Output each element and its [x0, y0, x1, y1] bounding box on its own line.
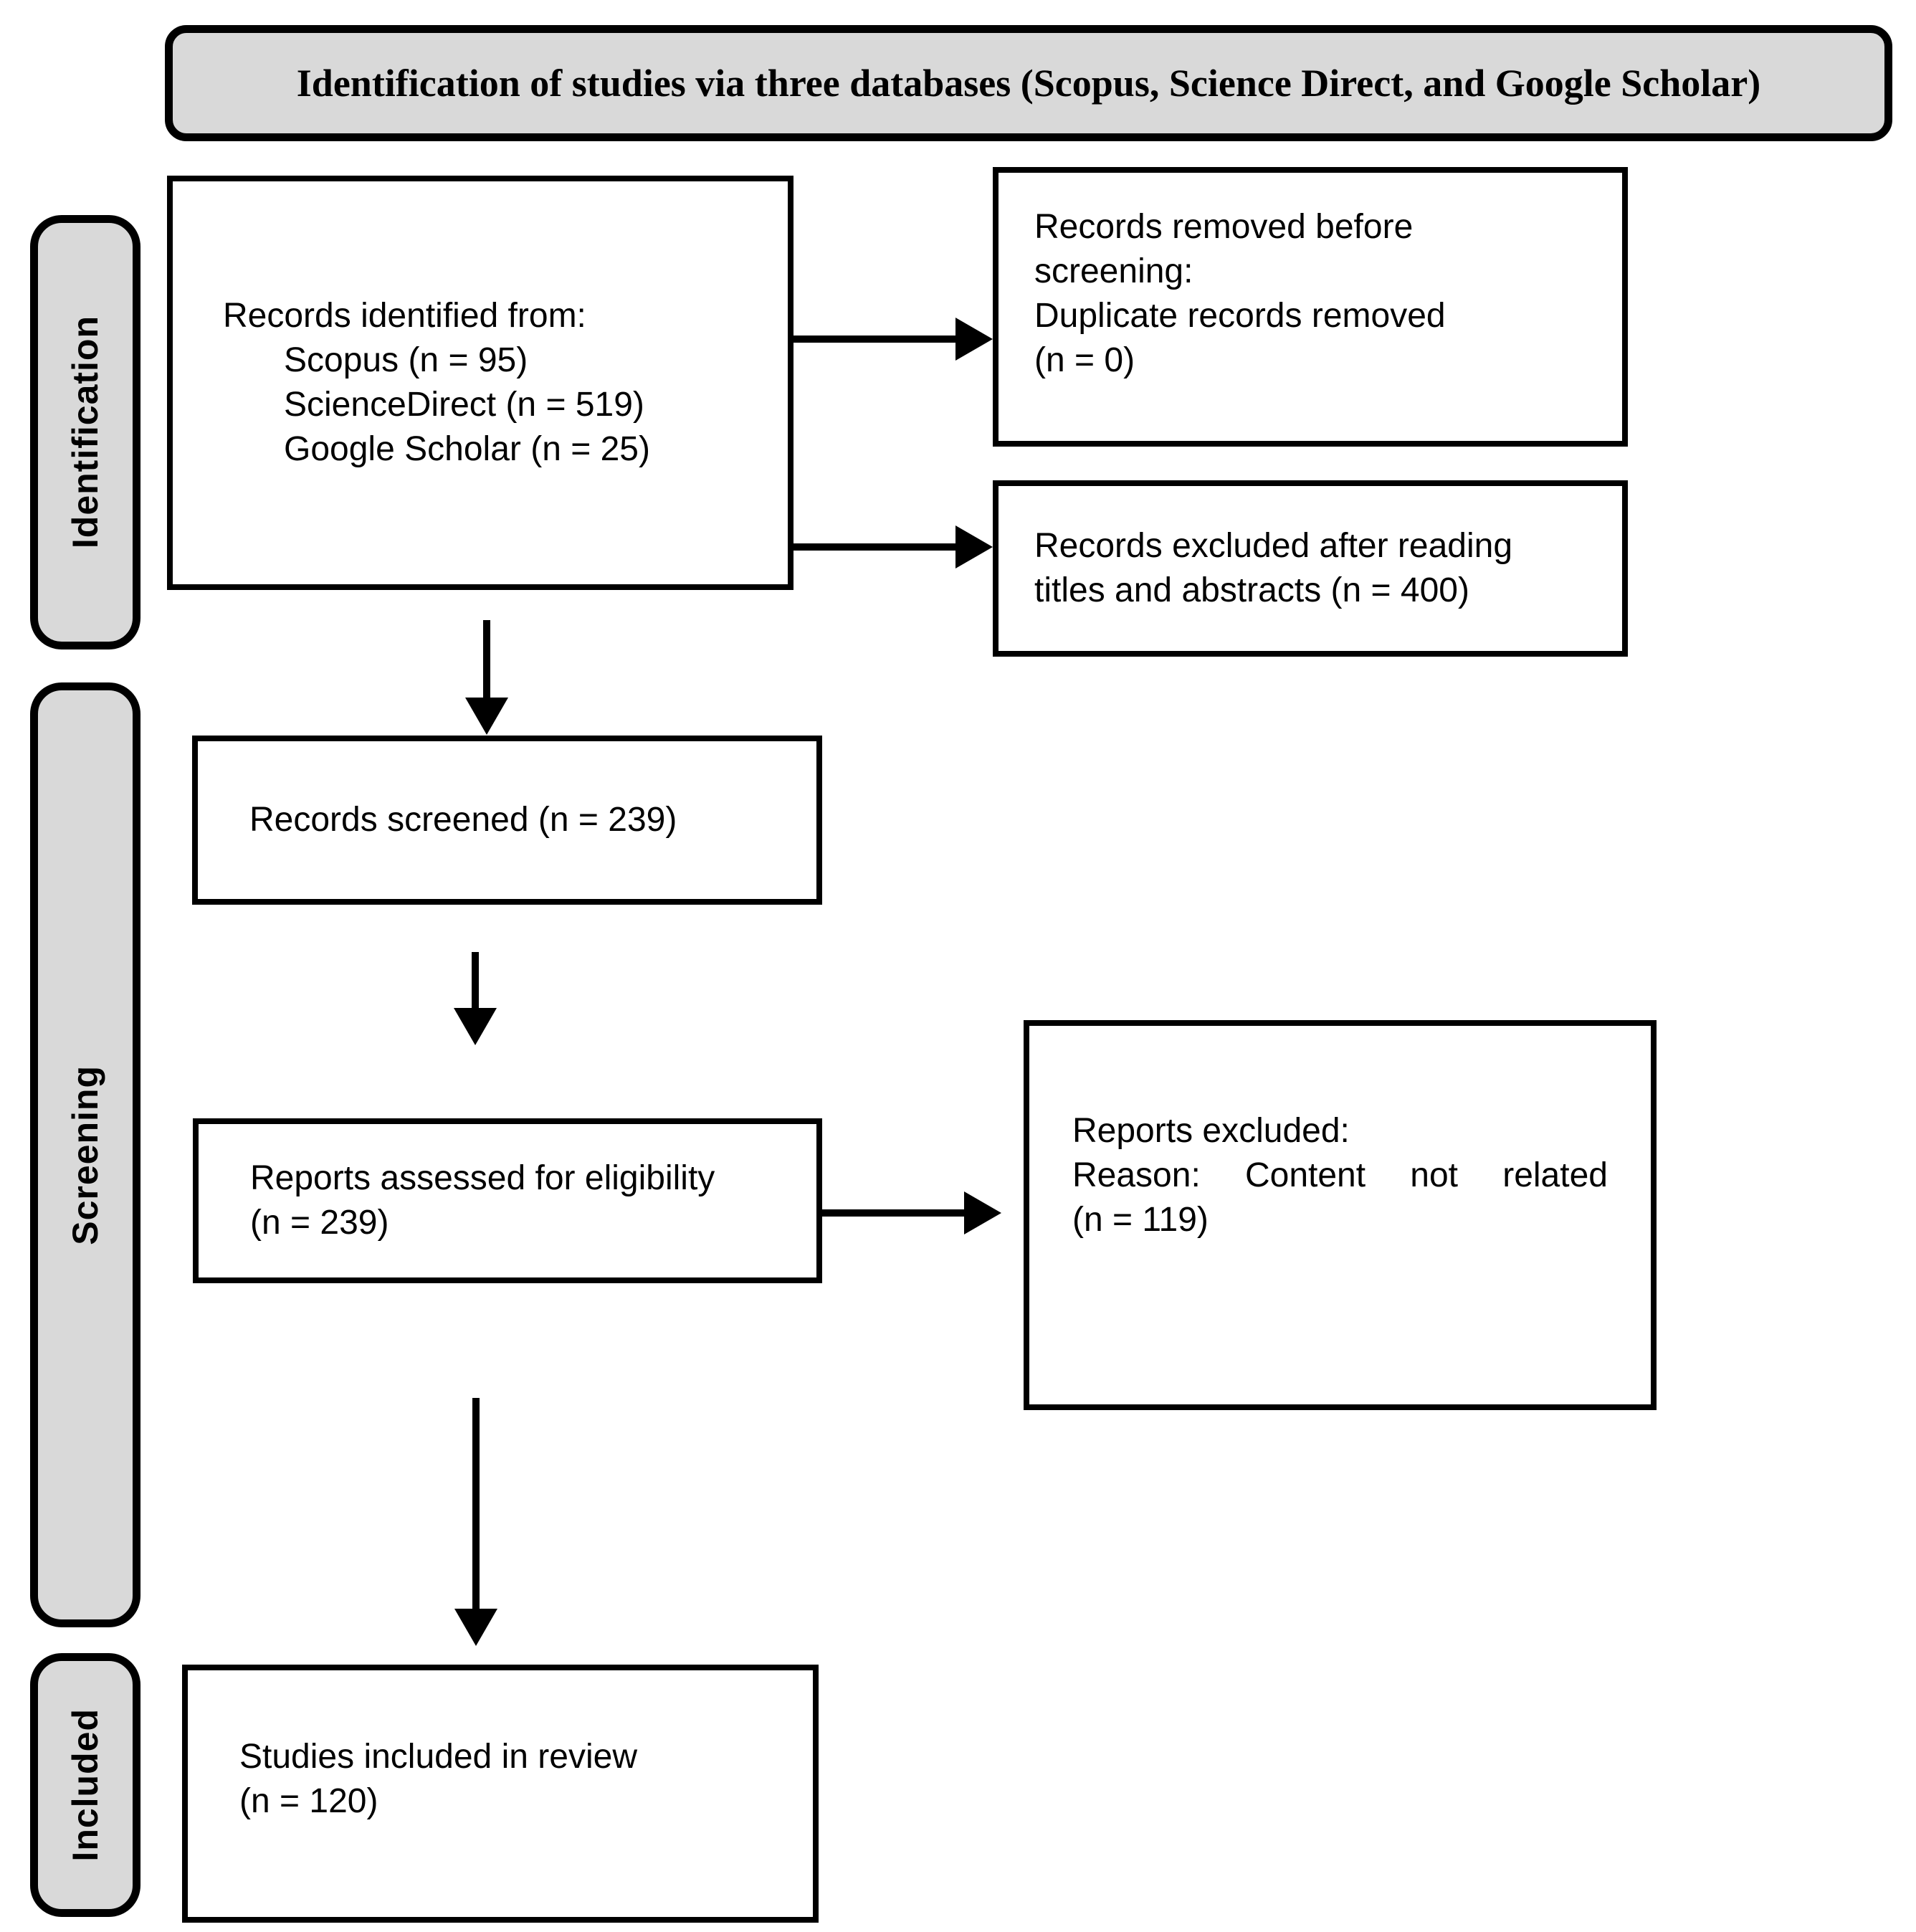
reports-excluded-reason-word-2: Content [1244, 1156, 1366, 1194]
stage-label-included: Included [30, 1653, 140, 1917]
records-identified-source-scopus: Scopus (n = 95) [284, 341, 528, 379]
arrow-assessed-to-excluded-icon [822, 1191, 1001, 1234]
stage-label-identification: Identification [30, 215, 140, 649]
records-removed-line-3: Duplicate records removed [1034, 297, 1446, 335]
records-removed-line-2: screening: [1034, 252, 1193, 290]
records-screened-line-1: Records screened (n = 239) [249, 801, 677, 839]
reports-excluded-reason-word-1: Reason: [1072, 1156, 1201, 1194]
reports-excluded-line-1: Reports excluded: [1072, 1112, 1350, 1150]
records-removed-line-4: (n = 0) [1034, 341, 1135, 379]
box-reports-excluded: Reports excluded: Reason: Content not re… [1024, 1020, 1657, 1410]
diagram-title: Identification of studies via three data… [296, 62, 1761, 105]
arrow-identified-to-excluded-icon [793, 525, 993, 568]
reports-assessed-line-1: Reports assessed for eligibility [250, 1159, 715, 1197]
box-records-removed: Records removed before screening: Duplic… [993, 167, 1628, 447]
reports-excluded-reason-word-3: not [1410, 1156, 1459, 1194]
studies-included-line-2: (n = 120) [239, 1782, 378, 1820]
records-excluded-titles-line-2: titles and abstracts (n = 400) [1034, 571, 1469, 609]
arrow-assessed-to-included-icon [454, 1398, 497, 1646]
stage-label-included-text: Included [65, 1708, 105, 1862]
reports-assessed-line-2: (n = 239) [250, 1204, 389, 1242]
box-records-identified: Records identified from: Scopus (n = 95)… [167, 176, 793, 590]
diagram-title-banner: Identification of studies via three data… [165, 25, 1892, 141]
records-identified-intro: Records identified from: [223, 297, 586, 335]
box-studies-included: Studies included in review (n = 120) [182, 1665, 819, 1923]
box-records-screened: Records screened (n = 239) [192, 736, 822, 905]
records-identified-source-googlescholar: Google Scholar (n = 25) [284, 430, 650, 468]
reports-excluded-reason-word-4: related [1502, 1156, 1608, 1194]
box-reports-assessed: Reports assessed for eligibility (n = 23… [193, 1118, 822, 1283]
stage-label-screening: Screening [30, 682, 140, 1627]
records-excluded-titles-line-1: Records excluded after reading [1034, 527, 1513, 565]
arrow-screened-to-assessed-icon [454, 952, 497, 1045]
box-records-excluded-titles: Records excluded after reading titles an… [993, 480, 1628, 657]
arrow-identified-to-screened-icon [465, 620, 508, 735]
arrow-identified-to-removed-icon [793, 318, 993, 361]
records-identified-source-sciencedirect: ScienceDirect (n = 519) [284, 386, 644, 424]
stage-label-identification-text: Identification [65, 315, 105, 549]
studies-included-line-1: Studies included in review [239, 1738, 637, 1776]
reports-excluded-line-3: (n = 119) [1072, 1201, 1209, 1239]
reports-excluded-reason-line: Reason: Content not related [1072, 1153, 1608, 1198]
records-removed-line-1: Records removed before [1034, 208, 1414, 246]
stage-label-screening-text: Screening [65, 1065, 105, 1245]
